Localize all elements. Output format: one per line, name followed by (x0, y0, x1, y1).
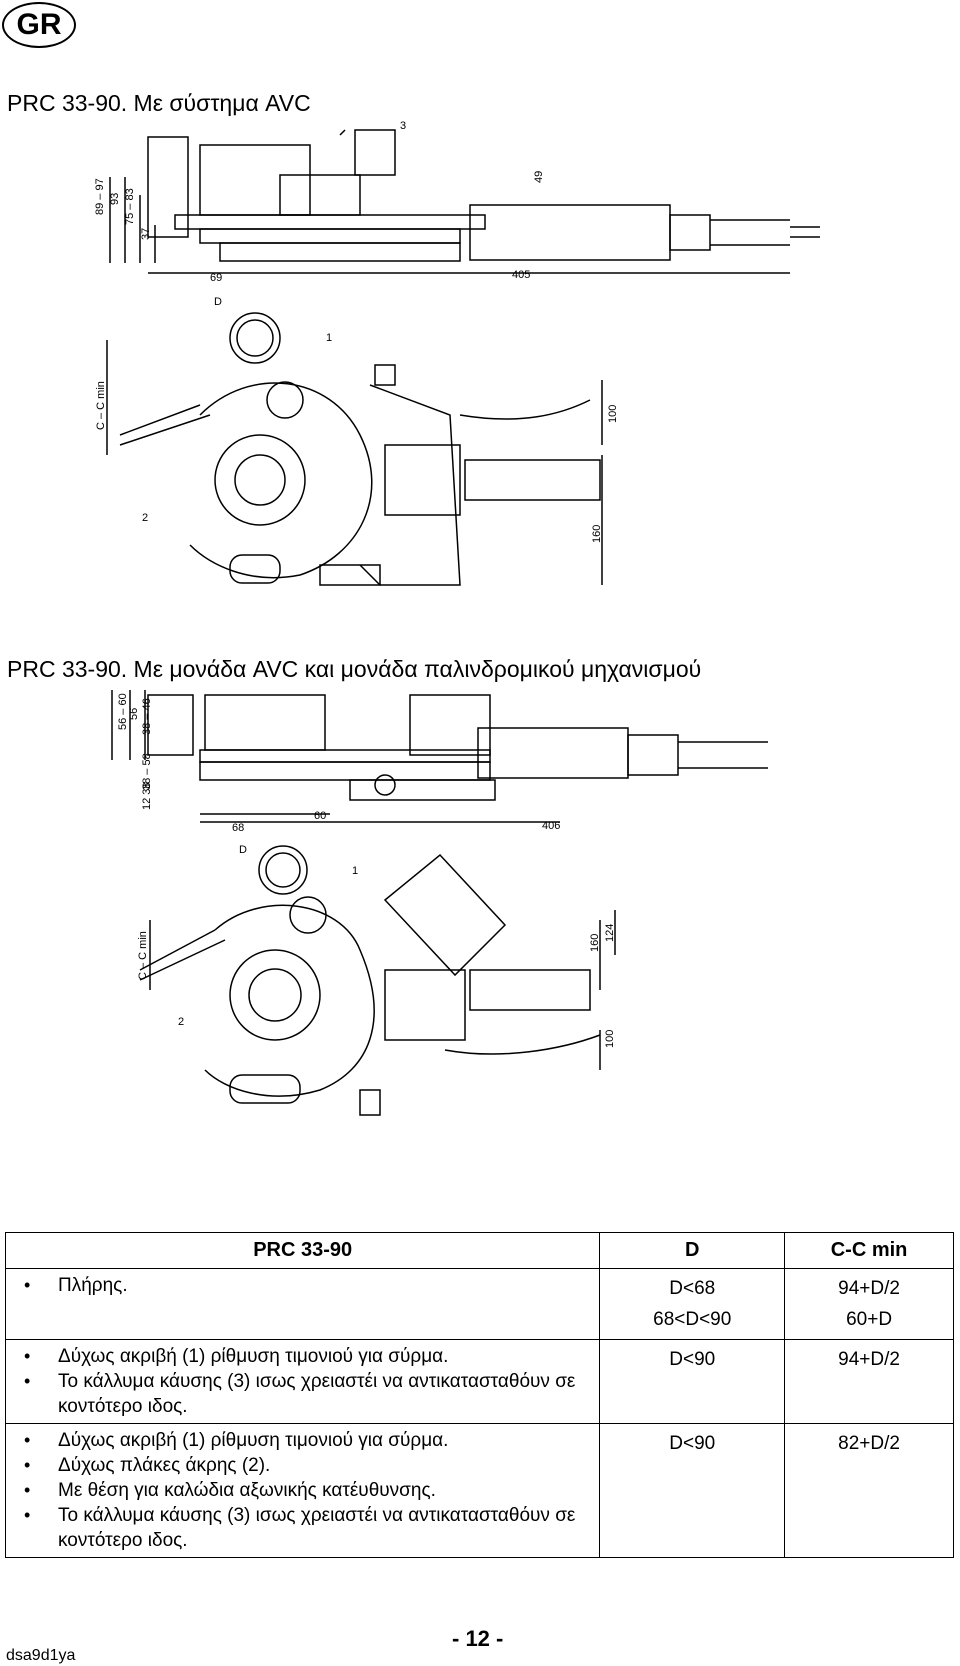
dim-label: 100 (604, 1030, 616, 1048)
drawing-avc-oscillator: 56 – 60 56 38 – 46 38 – 58 12 38 68 60 4… (111, 690, 768, 1116)
callout-label: 1 (352, 865, 358, 877)
d-value: D<68 (669, 1278, 716, 1299)
dim-label: 124 (604, 924, 616, 942)
cc-value: 82+D/2 (838, 1433, 900, 1454)
callout-label: 1 (326, 332, 332, 344)
table-header-row: PRC 33-90 D C-C min (4, 1232, 954, 1269)
dim-label: C – C min (137, 931, 149, 980)
page-number: - 12 - (452, 1626, 504, 1651)
dim-label: 60 (314, 810, 326, 822)
bullet-item: Δύχως πλάκες άκρης (2). (12, 1453, 593, 1478)
bullet-item: Πλήρης. (12, 1273, 593, 1298)
d-value: D<90 (669, 1349, 716, 1370)
dim-label: 89 – 97 (94, 178, 106, 215)
bullet-item: Το κάλλυμα κάυσης (3) ισως χρειαστέι να … (12, 1503, 593, 1553)
table-row: Δύχως ακριβή (1) ρίθμυση τιμονιού για σύ… (4, 1423, 954, 1558)
dim-label: 406 (542, 820, 560, 832)
dim-label: D (214, 296, 222, 308)
dim-label: D (239, 844, 247, 856)
spec-table: PRC 33-90 D C-C min Πλήρης. D<68 68<D<90… (4, 1232, 954, 1558)
dim-label: 75 – 83 (124, 188, 136, 225)
document-code: dsa9d1ya (6, 1647, 76, 1664)
callout-label: 3 (410, 690, 416, 691)
header-cc: C-C min (784, 1232, 954, 1269)
bullet-item: Με θέση για καλώδια αξωνικής κατέυθυνσης… (12, 1478, 593, 1503)
section2-heading: PRC 33-90. Με μονάδα AVC και μονάδα παλι… (7, 656, 702, 682)
dim-label: 49 (533, 171, 545, 183)
table-row: Πλήρης. D<68 68<D<90 94+D/2 60+D (4, 1268, 954, 1340)
bullet-item: Το κάλλυμα κάυσης (3) ισως χρειαστέι να … (12, 1369, 593, 1419)
dim-label: 68 (232, 822, 244, 834)
callout-label: 2 (178, 1016, 184, 1028)
callout-label: 2 (142, 512, 148, 524)
header-model: PRC 33-90 (4, 1232, 601, 1269)
dim-label: C – C min (95, 381, 107, 430)
dim-label: 37 (140, 228, 152, 240)
drawing-avc-system: 89 – 97 93 75 – 83 37 69 405 49 3 D 1 C … (94, 120, 820, 586)
cc-value: 60+D (846, 1309, 893, 1330)
dim-label: 69 (210, 272, 222, 284)
bullet-item: Δύχως ακριβή (1) ρίθμυση τιμονιού για σύ… (12, 1428, 593, 1453)
dim-label: 93 (109, 193, 121, 205)
dim-label: 38 – 58 (141, 753, 153, 790)
cc-value: 94+D/2 (838, 1278, 900, 1299)
table-row: Δύχως ακριβή (1) ρίθμυση τιμονιού για σύ… (4, 1339, 954, 1424)
callout-label: 3 (400, 120, 406, 132)
bullet-item: Δύχως ακριβή (1) ρίθμυση τιμονιού για σύ… (12, 1344, 593, 1369)
dim-label: 38 – 46 (141, 698, 153, 735)
dim-label: 56 – 60 (117, 693, 129, 730)
cc-value: 94+D/2 (838, 1349, 900, 1370)
dim-label: 100 (607, 405, 619, 423)
d-value: 68<D<90 (653, 1309, 732, 1330)
dim-label: 12 38 (141, 782, 153, 810)
header-d: D (599, 1232, 786, 1269)
dim-label: 56 (128, 708, 140, 720)
language-badge: GR (2, 2, 76, 48)
d-value: D<90 (669, 1433, 716, 1454)
dim-label: 160 (589, 934, 601, 952)
dim-label: 405 (512, 269, 530, 281)
dim-label: 160 (591, 525, 603, 543)
section1-heading: PRC 33-90. Με σύστημα AVC (7, 90, 311, 116)
